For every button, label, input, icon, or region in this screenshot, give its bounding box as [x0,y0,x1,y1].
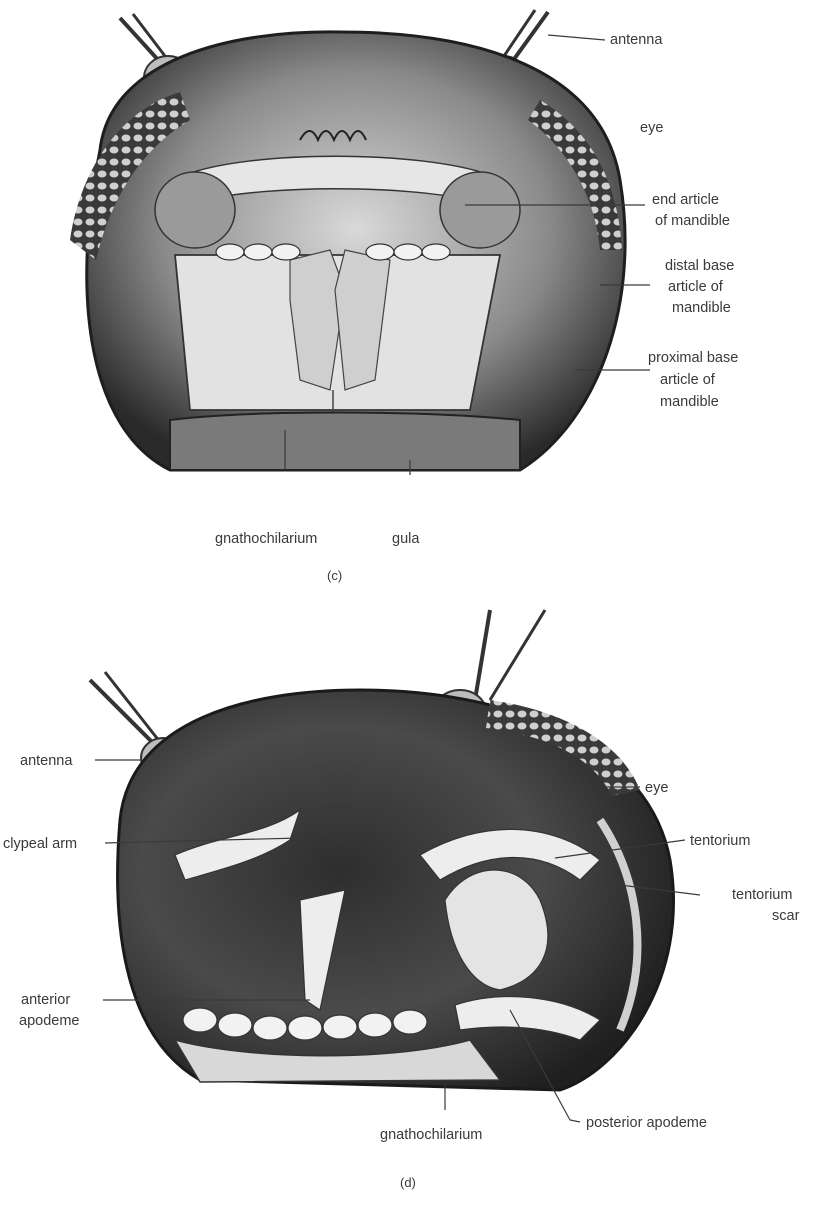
panel-c-gula [170,413,520,471]
panel-d-label-clypeal-arm: clypeal arm [3,836,77,852]
panel-c: antenna eye end article of mandible dist… [70,10,738,583]
panel-d-caption: (d) [400,1175,416,1190]
panel-c-label-distal-2: article of [668,279,724,295]
panel-c-label-eye: eye [640,120,663,136]
panel-c-caption: (c) [327,568,342,583]
panel-c-label-proximal-1: proximal base [648,350,738,366]
panel-c-mandible-end-right [440,172,520,248]
panel-c-label-antenna: antenna [610,32,663,48]
panel-c-label-end-article-1: end article [652,192,719,208]
panel-d: antenna eye clypeal arm tentorium tentor… [3,610,800,1190]
panel-c-label-end-article-2: of mandible [655,213,730,229]
panel-c-label-proximal-2: article of [660,372,716,388]
panel-c-mandible-end-left [155,172,235,248]
panel-c-label-proximal-3: mandible [660,394,719,410]
panel-c-label-distal-1: distal base [665,258,734,274]
panel-d-label-tentorium-scar-1: tentorium [732,887,792,903]
panel-c-label-gnathochilarium: gnathochilarium [215,531,317,547]
panel-d-label-posterior-apodeme: posterior apodeme [586,1115,707,1131]
panel-d-label-eye: eye [645,780,668,796]
panel-d-label-tentorium-scar-2: scar [772,908,800,924]
panel-d-label-anterior-apodeme-2: apodeme [19,1013,79,1029]
panel-c-label-gula: gula [392,531,420,547]
panel-d-label-tentorium: tentorium [690,833,750,849]
panel-d-label-anterior-apodeme-1: anterior [21,992,70,1008]
panel-d-label-antenna: antenna [20,753,73,769]
panel-c-label-distal-3: mandible [672,300,731,316]
panel-d-label-gnathochilarium: gnathochilarium [380,1127,482,1143]
